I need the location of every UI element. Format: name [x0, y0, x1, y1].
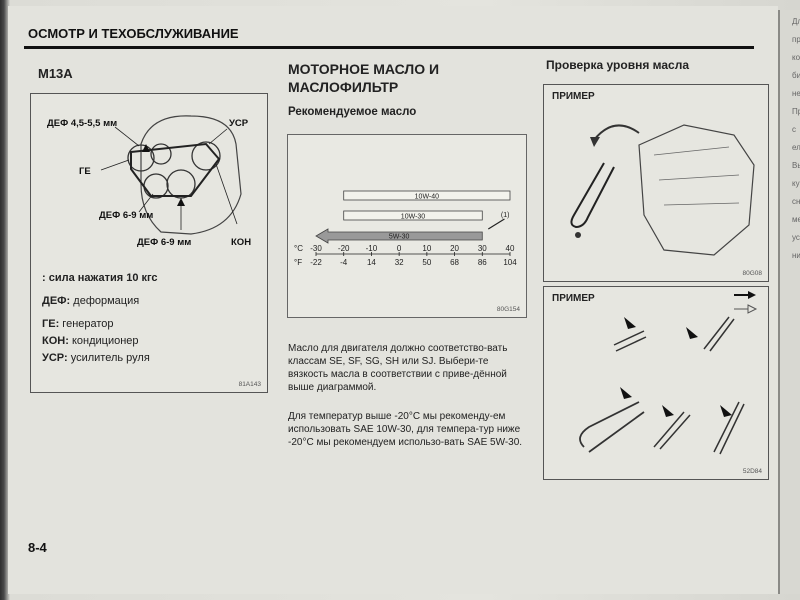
legend-kon: КОН: кондиционер: [42, 335, 139, 347]
oil-class-paragraph: Масло для двигателя должно соответство-в…: [288, 343, 508, 393]
dipstick-step-5: [713, 401, 745, 455]
engine-block: [638, 124, 755, 256]
crank-pulley: [143, 173, 169, 199]
tick-label-celsius: -10: [366, 244, 378, 253]
tick-label-celsius: 10: [422, 244, 431, 253]
label-usr: УСР: [229, 118, 249, 129]
next-page-fragment: сн: [792, 197, 800, 206]
oil-section-title: МОТОРНОЕ МАСЛО И МАСЛОФИЛЬТР: [288, 61, 440, 95]
viscosity-chart: 10W-40 10W-30 5W-30 (1) °C °F -30 -22 -20 -4 -10 14…: [287, 134, 527, 318]
next-page-fragment: ел: [792, 143, 800, 152]
oil-drop: [575, 232, 581, 238]
label-ge: ГЕ: [79, 166, 91, 177]
bar-5W-30: [315, 228, 483, 244]
bar-label-10W-40: 10W-40: [415, 194, 439, 201]
unit-celsius: °C: [294, 244, 303, 253]
next-page-fragment: ко: [792, 53, 800, 62]
page-number: 8-4: [28, 540, 47, 555]
ac-compressor-pulley: [166, 169, 196, 199]
tick-label-celsius: 20: [450, 244, 459, 253]
next-page-fragment: пр: [792, 35, 800, 44]
belt-diagram: [100, 115, 242, 235]
tick-label-celsius: 40: [506, 244, 515, 253]
next-page-fragment: ку: [792, 179, 800, 188]
oil-level-title: Проверка уровня масла: [546, 58, 690, 72]
engine-outline: [140, 115, 242, 235]
example-code-1: 80G08: [742, 270, 762, 277]
recommended-oil-subtitle: Рекомендуемое масло: [288, 106, 417, 118]
next-page-fragment: ни: [792, 251, 800, 260]
force-arrow-1: [142, 144, 150, 152]
label-kon: КОН: [231, 237, 252, 248]
next-page-fragment: Пр: [792, 107, 800, 116]
section-title: ОСМОТР И ТЕХОБСЛУЖИВАНИЕ: [28, 26, 239, 41]
dipstick: [570, 162, 615, 229]
annotation-arrow: [487, 218, 505, 230]
bar-label-5W-30: 5W-30: [389, 234, 410, 241]
dipstick-step-1: [613, 330, 647, 352]
steering-pump-pulley: [191, 141, 221, 171]
tick-label-fahrenheit: 104: [503, 258, 517, 267]
dipstick-step-3: [579, 401, 645, 453]
next-page-fragment: ус: [792, 233, 800, 242]
bar-label-10W-30: 10W-30: [401, 214, 425, 221]
label-def-2: ДЕФ 6-9 мм: [99, 210, 154, 221]
dipstick-steps-illustration: [579, 291, 758, 455]
dipstick-step-2: [703, 316, 735, 352]
pointer-arrow-3: [620, 387, 632, 399]
tick-label-fahrenheit: -22: [310, 258, 322, 267]
pulley: [150, 143, 172, 165]
viscosity-chart-svg: 10W-40 10W-30 5W-30 (1) °C °F -30 -22 -20 -4 -10 14…: [294, 190, 517, 267]
label-def-3: ДЕФ 6-9 мм: [137, 237, 192, 248]
legend-ge: ГЕ: генератор: [42, 318, 114, 330]
dipstick-step-4: [653, 411, 691, 450]
unit-fahrenheit: °F: [294, 258, 302, 267]
tick-label-fahrenheit: 14: [367, 258, 376, 267]
next-page-fragment: с: [792, 125, 796, 134]
tick-label-fahrenheit: -4: [340, 258, 348, 267]
next-page-fragment: ме: [792, 215, 800, 224]
legend: : сила нажатия 10 кгс ДЕФ: деформация ГЕ…: [42, 270, 158, 367]
next-page-fragment: би: [792, 71, 800, 80]
example-box-1: ПРИМЕР 80G08: [543, 84, 769, 282]
engine-dipstick-illustration: [570, 124, 755, 256]
tick-label-celsius: 30: [478, 244, 487, 253]
engine-model-title: М13А: [38, 66, 73, 81]
drive-belt: [130, 142, 221, 197]
pointer-arrow-1: [624, 317, 636, 329]
belt-diagram-box: ДЕФ 4,5-5,5 мм УСР ГЕ ДЕФ 6-9 мм ДЕФ 6-9…: [30, 93, 268, 393]
bar-10W-30: [343, 210, 483, 221]
example-label-1: ПРИМЕР: [552, 91, 595, 102]
next-page-fragment: не: [792, 89, 800, 98]
example-label-2: ПРИМЕР: [552, 293, 595, 304]
tick-label-celsius: -30: [310, 244, 322, 253]
temperature-paragraph: Для температур выше -20°C мы рекоменду-е…: [288, 411, 523, 448]
legend-def: ДЕФ: деформация: [42, 295, 140, 307]
legend-force: : сила нажатия 10 кгс: [42, 272, 158, 284]
chart-code: 80G154: [496, 306, 520, 313]
label-def-1: ДЕФ 4,5-5,5 мм: [47, 118, 118, 129]
tick-label-fahrenheit: 68: [450, 258, 459, 267]
annotation-label: (1): [501, 212, 510, 219]
force-arrow-2: [177, 198, 185, 206]
arrow-curve: [593, 124, 640, 141]
tick-label-fahrenheit: 32: [395, 258, 404, 267]
legend-usr: УСР: усилитель руля: [42, 352, 150, 364]
pointer-arrow-5: [720, 405, 732, 417]
next-page-fragment: Дл: [792, 17, 800, 26]
tick-label-celsius: -20: [338, 244, 350, 253]
example-code-2: 52D84: [742, 468, 762, 475]
section-header: ОСМОТР И ТЕХОБСЛУЖИВАНИЕ: [24, 20, 754, 49]
figure-code: 81A143: [238, 381, 261, 388]
example-box-2: ПРИМЕР 52D84: [543, 286, 769, 480]
generator-pulley: [127, 144, 155, 172]
tick-label-fahrenheit: 86: [478, 258, 487, 267]
bar-10W-40: [343, 190, 511, 201]
tick-label-celsius: 0: [397, 244, 402, 253]
next-page-fragment: Вь: [792, 161, 800, 170]
next-page-edge: Дл пр ко би неПр с елВь ку сн ме ус ни: [778, 10, 800, 594]
pointer-arrow-4: [662, 405, 674, 417]
pointer-arrow-2: [686, 327, 698, 339]
tick-label-fahrenheit: 50: [422, 258, 431, 267]
